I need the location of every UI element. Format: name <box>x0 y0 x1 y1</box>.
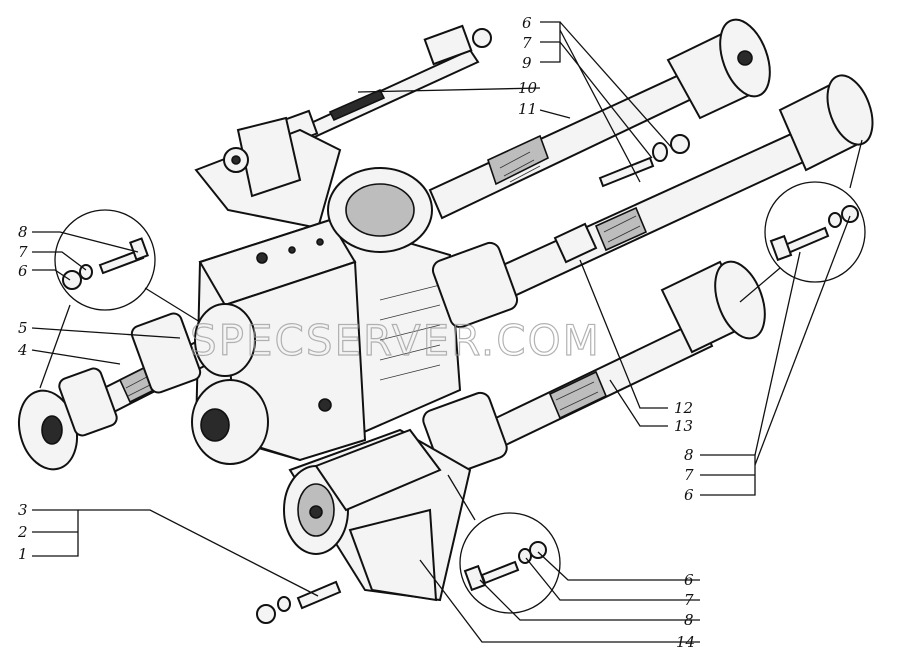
callout-10: 10 <box>518 79 538 97</box>
shaft-11 <box>428 18 771 220</box>
callout-left-8: 8 <box>18 223 28 241</box>
callout-12: 12 <box>674 399 693 417</box>
shaft-10 <box>275 24 492 147</box>
callout-bottom-7: 7 <box>684 591 694 609</box>
upper-bracket <box>194 116 342 230</box>
leader-lines <box>31 21 851 643</box>
callout-bottom-6: 6 <box>684 571 694 589</box>
callout-3: 3 <box>18 501 28 519</box>
shaft-12-13 <box>431 74 874 329</box>
callout-2: 2 <box>17 523 28 541</box>
shaft-front-left <box>18 303 256 471</box>
watermark-text: SPECSERVER.COM <box>190 316 601 365</box>
callout-4: 4 <box>17 341 28 359</box>
callout-top-7: 7 <box>522 34 532 52</box>
callout-left-6: 6 <box>18 262 28 280</box>
callout-right-7: 7 <box>684 466 694 484</box>
callout-5: 5 <box>18 319 28 337</box>
callout-labels: 6 7 9 10 11 8 7 6 5 4 3 2 1 12 13 8 7 6 … <box>17 14 695 651</box>
shaft-lower-right <box>422 260 766 477</box>
callout-13: 13 <box>674 417 693 435</box>
callout-right-8: 8 <box>684 446 694 464</box>
fasteners <box>62 134 859 624</box>
callout-11: 11 <box>518 100 537 118</box>
lower-bracket-14 <box>283 428 472 602</box>
callout-top-9: 9 <box>522 54 532 72</box>
callout-left-7: 7 <box>18 243 28 261</box>
callout-bottom-8: 8 <box>684 611 694 629</box>
transfer-case <box>191 167 462 465</box>
callout-14: 14 <box>676 633 695 651</box>
detail-circles <box>39 139 866 614</box>
callout-top-6: 6 <box>522 14 532 32</box>
callout-right-6: 6 <box>684 486 694 504</box>
callout-1: 1 <box>18 545 28 563</box>
